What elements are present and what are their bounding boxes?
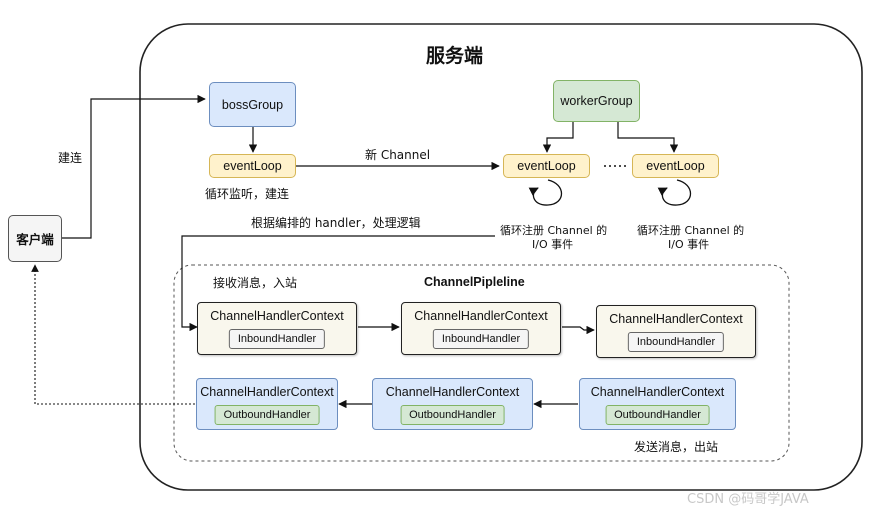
inbound-handler: InboundHandler — [432, 329, 530, 349]
connect-arrow — [62, 94, 206, 239]
pipeline-title: ChannelPipleline — [424, 275, 525, 289]
context-title: ChannelHandlerContext — [590, 385, 725, 399]
worker-event-loop-1-label: eventLoop — [517, 159, 576, 173]
boss-event-loop-label: eventLoop — [223, 159, 282, 173]
context-title: ChannelHandlerContext — [385, 385, 520, 399]
worker-group-node: workerGroup — [553, 80, 640, 122]
client-label: 客户端 — [16, 232, 54, 247]
worker-to-loop2-arrow — [617, 122, 679, 153]
boss-loop-note: 循环监听，建连 — [205, 187, 290, 201]
server-title: 服务端 — [426, 45, 484, 67]
loop2-cycle — [657, 179, 692, 206]
inbound-note: 接收消息，入站 — [213, 276, 298, 290]
worker-loop-1-note-line1: 循环注册 Channel 的 — [500, 224, 608, 237]
inbound-context-2: ChannelHandlerContext InboundHandler — [401, 302, 561, 355]
context-title: ChannelHandlerContext — [414, 309, 548, 323]
dispatch-arrow — [181, 235, 495, 332]
worker-loop-1-note-line2: I/O 事件 — [532, 238, 574, 251]
pipeline-container — [173, 264, 790, 462]
context-title: ChannelHandlerContext — [200, 385, 334, 399]
inbound-context-3: ChannelHandlerContext InboundHandler — [596, 305, 756, 358]
context-title: ChannelHandlerContext — [609, 312, 743, 326]
outbound-context-3: ChannelHandlerContext OutboundHandler — [579, 378, 736, 430]
worker-event-loop-1: eventLoop — [503, 154, 590, 178]
boss-event-loop-node: eventLoop — [209, 154, 296, 178]
context-title: ChannelHandlerContext — [210, 309, 344, 323]
boss-group-node: bossGroup — [209, 82, 296, 127]
client-node: 客户端 — [8, 215, 62, 262]
outbound-context-2: ChannelHandlerContext OutboundHandler — [372, 378, 533, 430]
outbound-handler: OutboundHandler — [605, 405, 710, 425]
inbound-context-1: ChannelHandlerContext InboundHandler — [197, 302, 357, 355]
worker-event-loop-2: eventLoop — [632, 154, 719, 178]
return-to-client-arrow — [31, 264, 195, 405]
inbound-handler: InboundHandler — [627, 332, 725, 352]
new-channel-label: 新 Channel — [365, 148, 431, 162]
inbound-handler: InboundHandler — [228, 329, 326, 349]
outbound-note: 发送消息，出站 — [634, 440, 719, 454]
worker-to-loop1-arrow — [542, 122, 574, 153]
worker-group-label: workerGroup — [560, 94, 633, 108]
worker-event-loop-2-label: eventLoop — [646, 159, 705, 173]
worker-loop-2-note-line2: I/O 事件 — [668, 238, 710, 251]
worker-loop-2-note-line1: 循环注册 Channel 的 — [637, 224, 745, 237]
server-container — [139, 23, 863, 491]
outbound-handler: OutboundHandler — [214, 405, 320, 425]
watermark: CSDN @码哥学JAVA — [687, 492, 809, 507]
loop1-cycle — [528, 179, 563, 206]
outbound-context-1: ChannelHandlerContext OutboundHandler — [196, 378, 338, 430]
outbound-handler: OutboundHandler — [400, 405, 505, 425]
boss-group-label: bossGroup — [221, 97, 284, 112]
connect-label: 建连 — [58, 151, 83, 165]
inbound-arrow-2 — [562, 325, 595, 335]
dispatch-label: 根据编排的 handler，处理逻辑 — [251, 216, 421, 230]
